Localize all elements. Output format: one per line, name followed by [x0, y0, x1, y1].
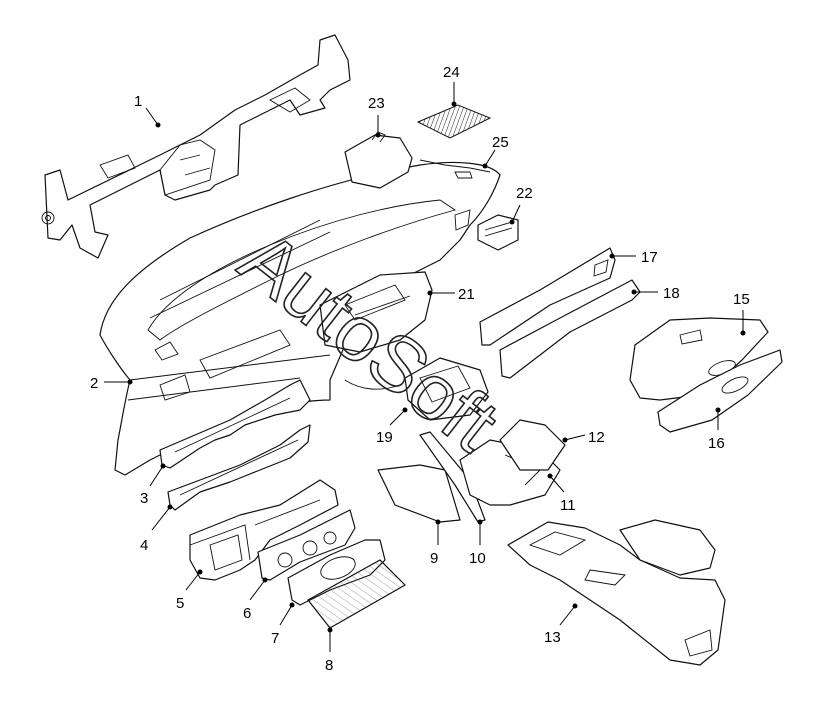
callout-label: 3 [140, 490, 148, 507]
callout-1: 1 [134, 93, 161, 128]
callout-25: 25 [482, 134, 509, 169]
callout-24: 24 [443, 64, 460, 107]
instrument-lens-8 [307, 559, 406, 629]
lower-trim-panel-3 [159, 379, 311, 469]
callout-label: 13 [544, 629, 561, 646]
air-vent-19 [404, 357, 489, 421]
callout-18: 18 [631, 285, 680, 302]
callout-label: 16 [708, 435, 725, 452]
trim-strip-18 [499, 279, 641, 379]
instrument-panel [99, 161, 501, 476]
callout-label: 8 [325, 657, 333, 674]
center-vent-21 [319, 271, 433, 353]
lower-trim-panel-4 [167, 424, 311, 511]
callout-12: 12 [562, 429, 605, 446]
callout-label: 5 [176, 595, 184, 612]
callout-8: 8 [325, 627, 333, 674]
side-vent-22 [477, 214, 519, 251]
callout-label: 17 [641, 249, 658, 266]
callout-19: 19 [376, 407, 408, 446]
cabin-filter-24 [416, 104, 492, 139]
callout-9: 9 [430, 519, 441, 567]
callout-7: 7 [271, 602, 295, 647]
callout-15: 15 [733, 291, 750, 336]
callout-label: 2 [90, 375, 98, 392]
defroster-grille-25 [419, 159, 491, 179]
callout-label: 9 [430, 550, 438, 567]
callouts: 1 2 3 4 5 6 7 [90, 64, 750, 674]
callout-label: 1 [134, 93, 142, 110]
callout-label: 15 [733, 291, 750, 308]
callout-16: 16 [708, 407, 725, 452]
callout-label: 19 [376, 429, 393, 446]
glove-box-trim-16 [657, 349, 783, 433]
callout-label: 22 [516, 185, 533, 202]
side-trim-10 [419, 431, 486, 523]
cross-car-beam [41, 34, 351, 259]
callout-label: 6 [243, 605, 251, 622]
callout-21: 21 [427, 286, 475, 303]
callout-label: 25 [492, 134, 509, 151]
callout-13: 13 [544, 603, 578, 646]
center-console-13 [507, 519, 726, 666]
callout-4: 4 [140, 504, 173, 554]
callout-label: 4 [140, 537, 148, 554]
cluster-housing-6 [257, 509, 356, 581]
callout-11: 11 [547, 473, 576, 514]
trim-strip-17 [479, 247, 616, 346]
switch-panel-12 [499, 419, 566, 471]
callout-label: 18 [663, 285, 680, 302]
callout-label: 10 [469, 550, 486, 567]
callout-5: 5 [176, 569, 203, 612]
callout-2: 2 [90, 375, 133, 392]
callout-label: 23 [368, 95, 385, 112]
callout-17: 17 [609, 249, 658, 266]
callout-label: 7 [271, 630, 279, 647]
callout-23: 23 [368, 95, 385, 138]
callout-label: 11 [560, 497, 576, 514]
callout-label: 21 [458, 286, 475, 303]
callout-22: 22 [509, 185, 533, 225]
side-trim-9 [377, 464, 461, 523]
callout-10: 10 [469, 519, 486, 567]
callout-label: 24 [443, 64, 460, 81]
callout-3: 3 [140, 463, 166, 507]
callout-label: 12 [588, 429, 605, 446]
callout-6: 6 [243, 577, 268, 622]
storage-housing-5 [189, 479, 339, 581]
